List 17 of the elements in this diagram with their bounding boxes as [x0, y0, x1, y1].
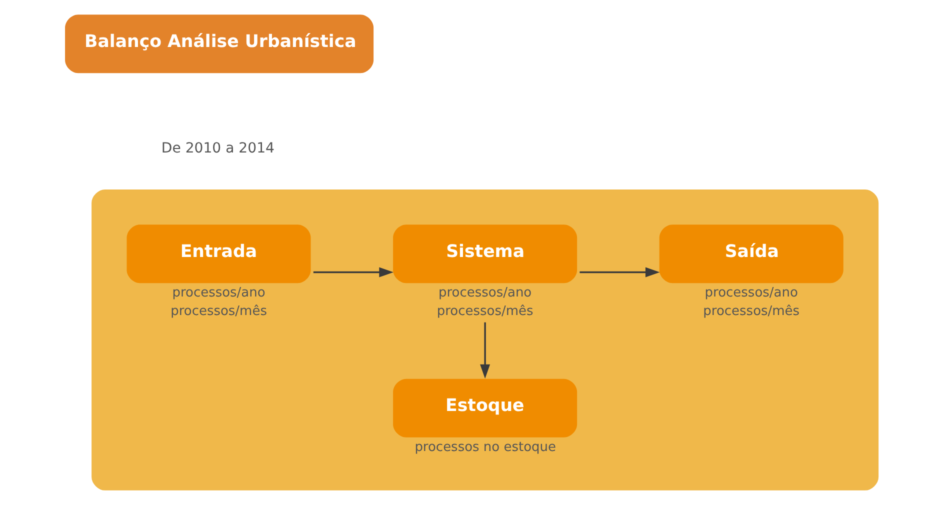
arrow — [312, 267, 393, 278]
node-label: processos no estoque — [414, 440, 556, 456]
arrow — [579, 267, 660, 278]
node-label: processos/ano — [438, 286, 532, 301]
arrow — [480, 322, 490, 379]
label: De 2010 a 2014 — [160, 140, 274, 157]
node-label: processos/mês — [436, 304, 533, 320]
node-box: Entrada — [126, 224, 310, 284]
node-label: processos/mês — [170, 304, 266, 320]
node-box: Balanço Análise Urbanística — [64, 14, 374, 74]
cluster — [91, 189, 878, 490]
node-box: Estoque — [392, 378, 577, 438]
node-box: Sistema — [392, 224, 577, 284]
node-box: Saída — [658, 224, 843, 284]
node-label: processos/ano — [704, 286, 798, 301]
node-label: processos/mês — [702, 304, 800, 320]
node-label: processos/ano — [172, 286, 265, 301]
